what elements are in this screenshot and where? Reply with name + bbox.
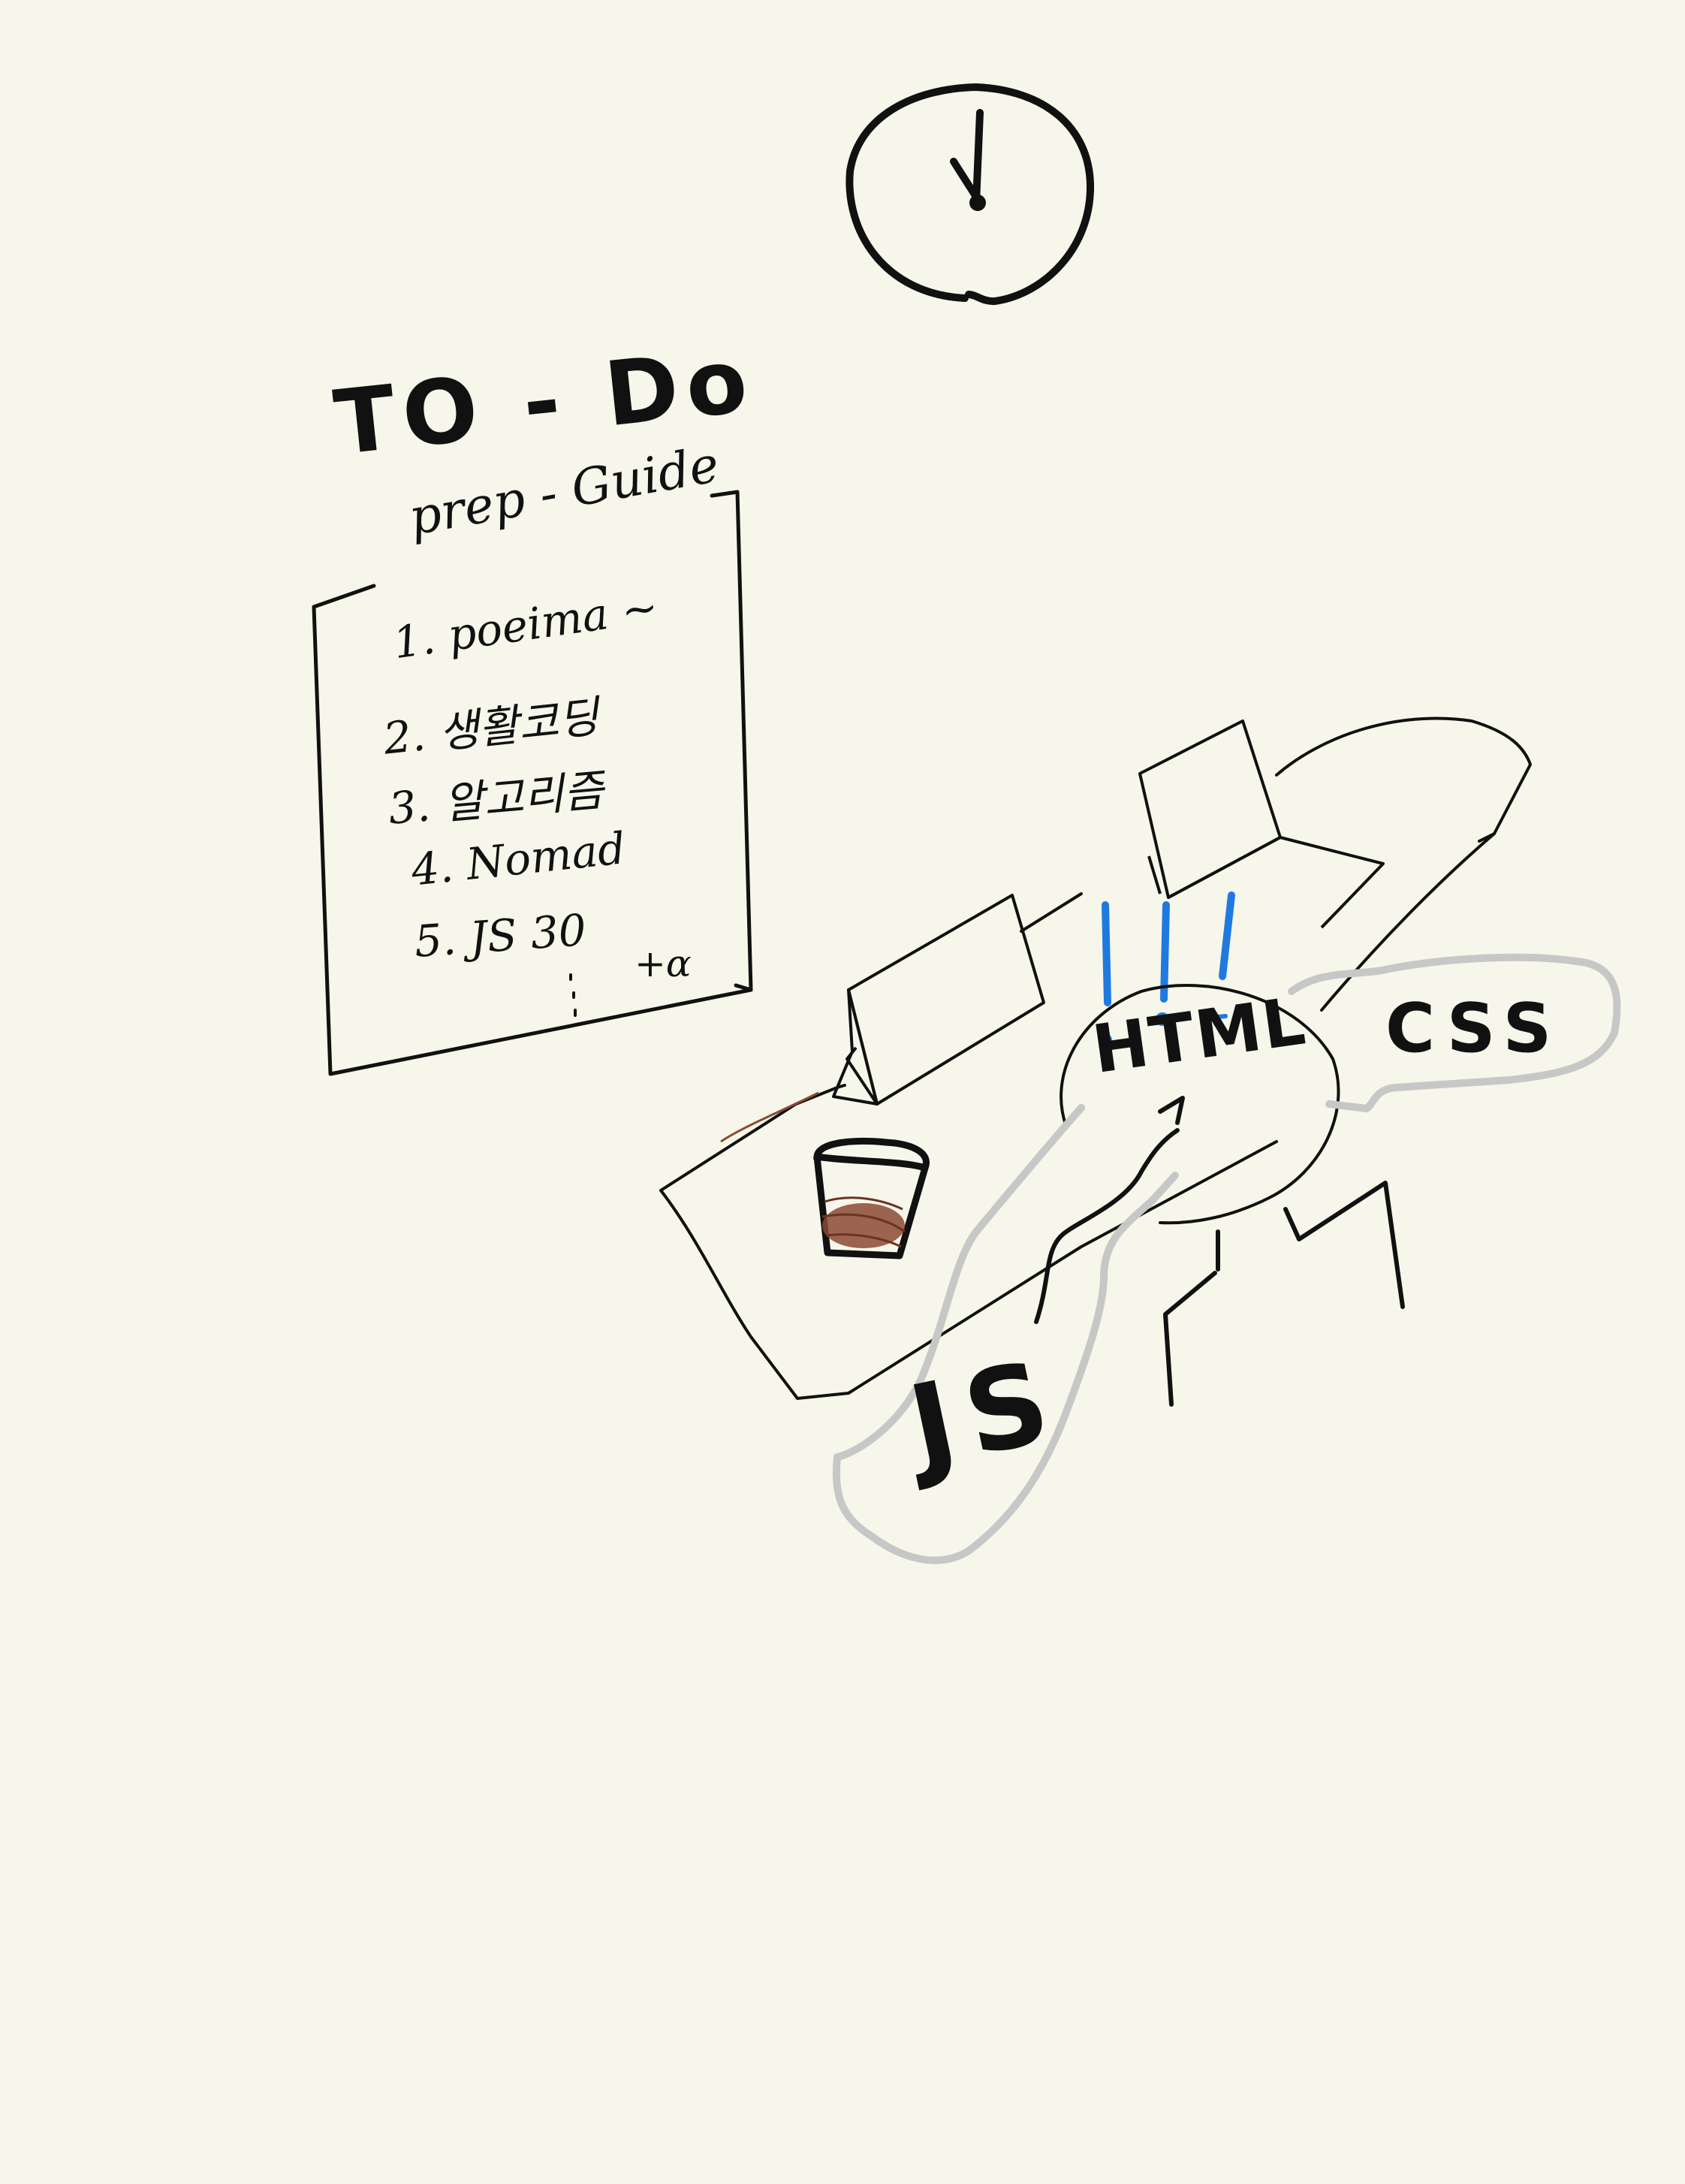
coffee-cup-icon xyxy=(720,1091,930,1259)
laptop-icon-2 xyxy=(1138,719,1385,929)
highlight-strokes xyxy=(1099,891,1235,1047)
clock-icon xyxy=(846,83,1095,306)
css-label: CSS xyxy=(1385,989,1563,1068)
js-label: JS xyxy=(899,1334,1074,1494)
chair-icon xyxy=(1163,1181,1405,1407)
extra-note: +α xyxy=(635,942,692,985)
arrow xyxy=(1034,1096,1185,1324)
label-clouds xyxy=(832,953,1621,1564)
todo-paper xyxy=(312,490,753,1076)
person-head xyxy=(1060,984,1340,1225)
laptop-icon xyxy=(832,894,1045,1106)
list-item: 5. JS 30 xyxy=(412,904,588,967)
desk-icon xyxy=(659,716,1532,1400)
